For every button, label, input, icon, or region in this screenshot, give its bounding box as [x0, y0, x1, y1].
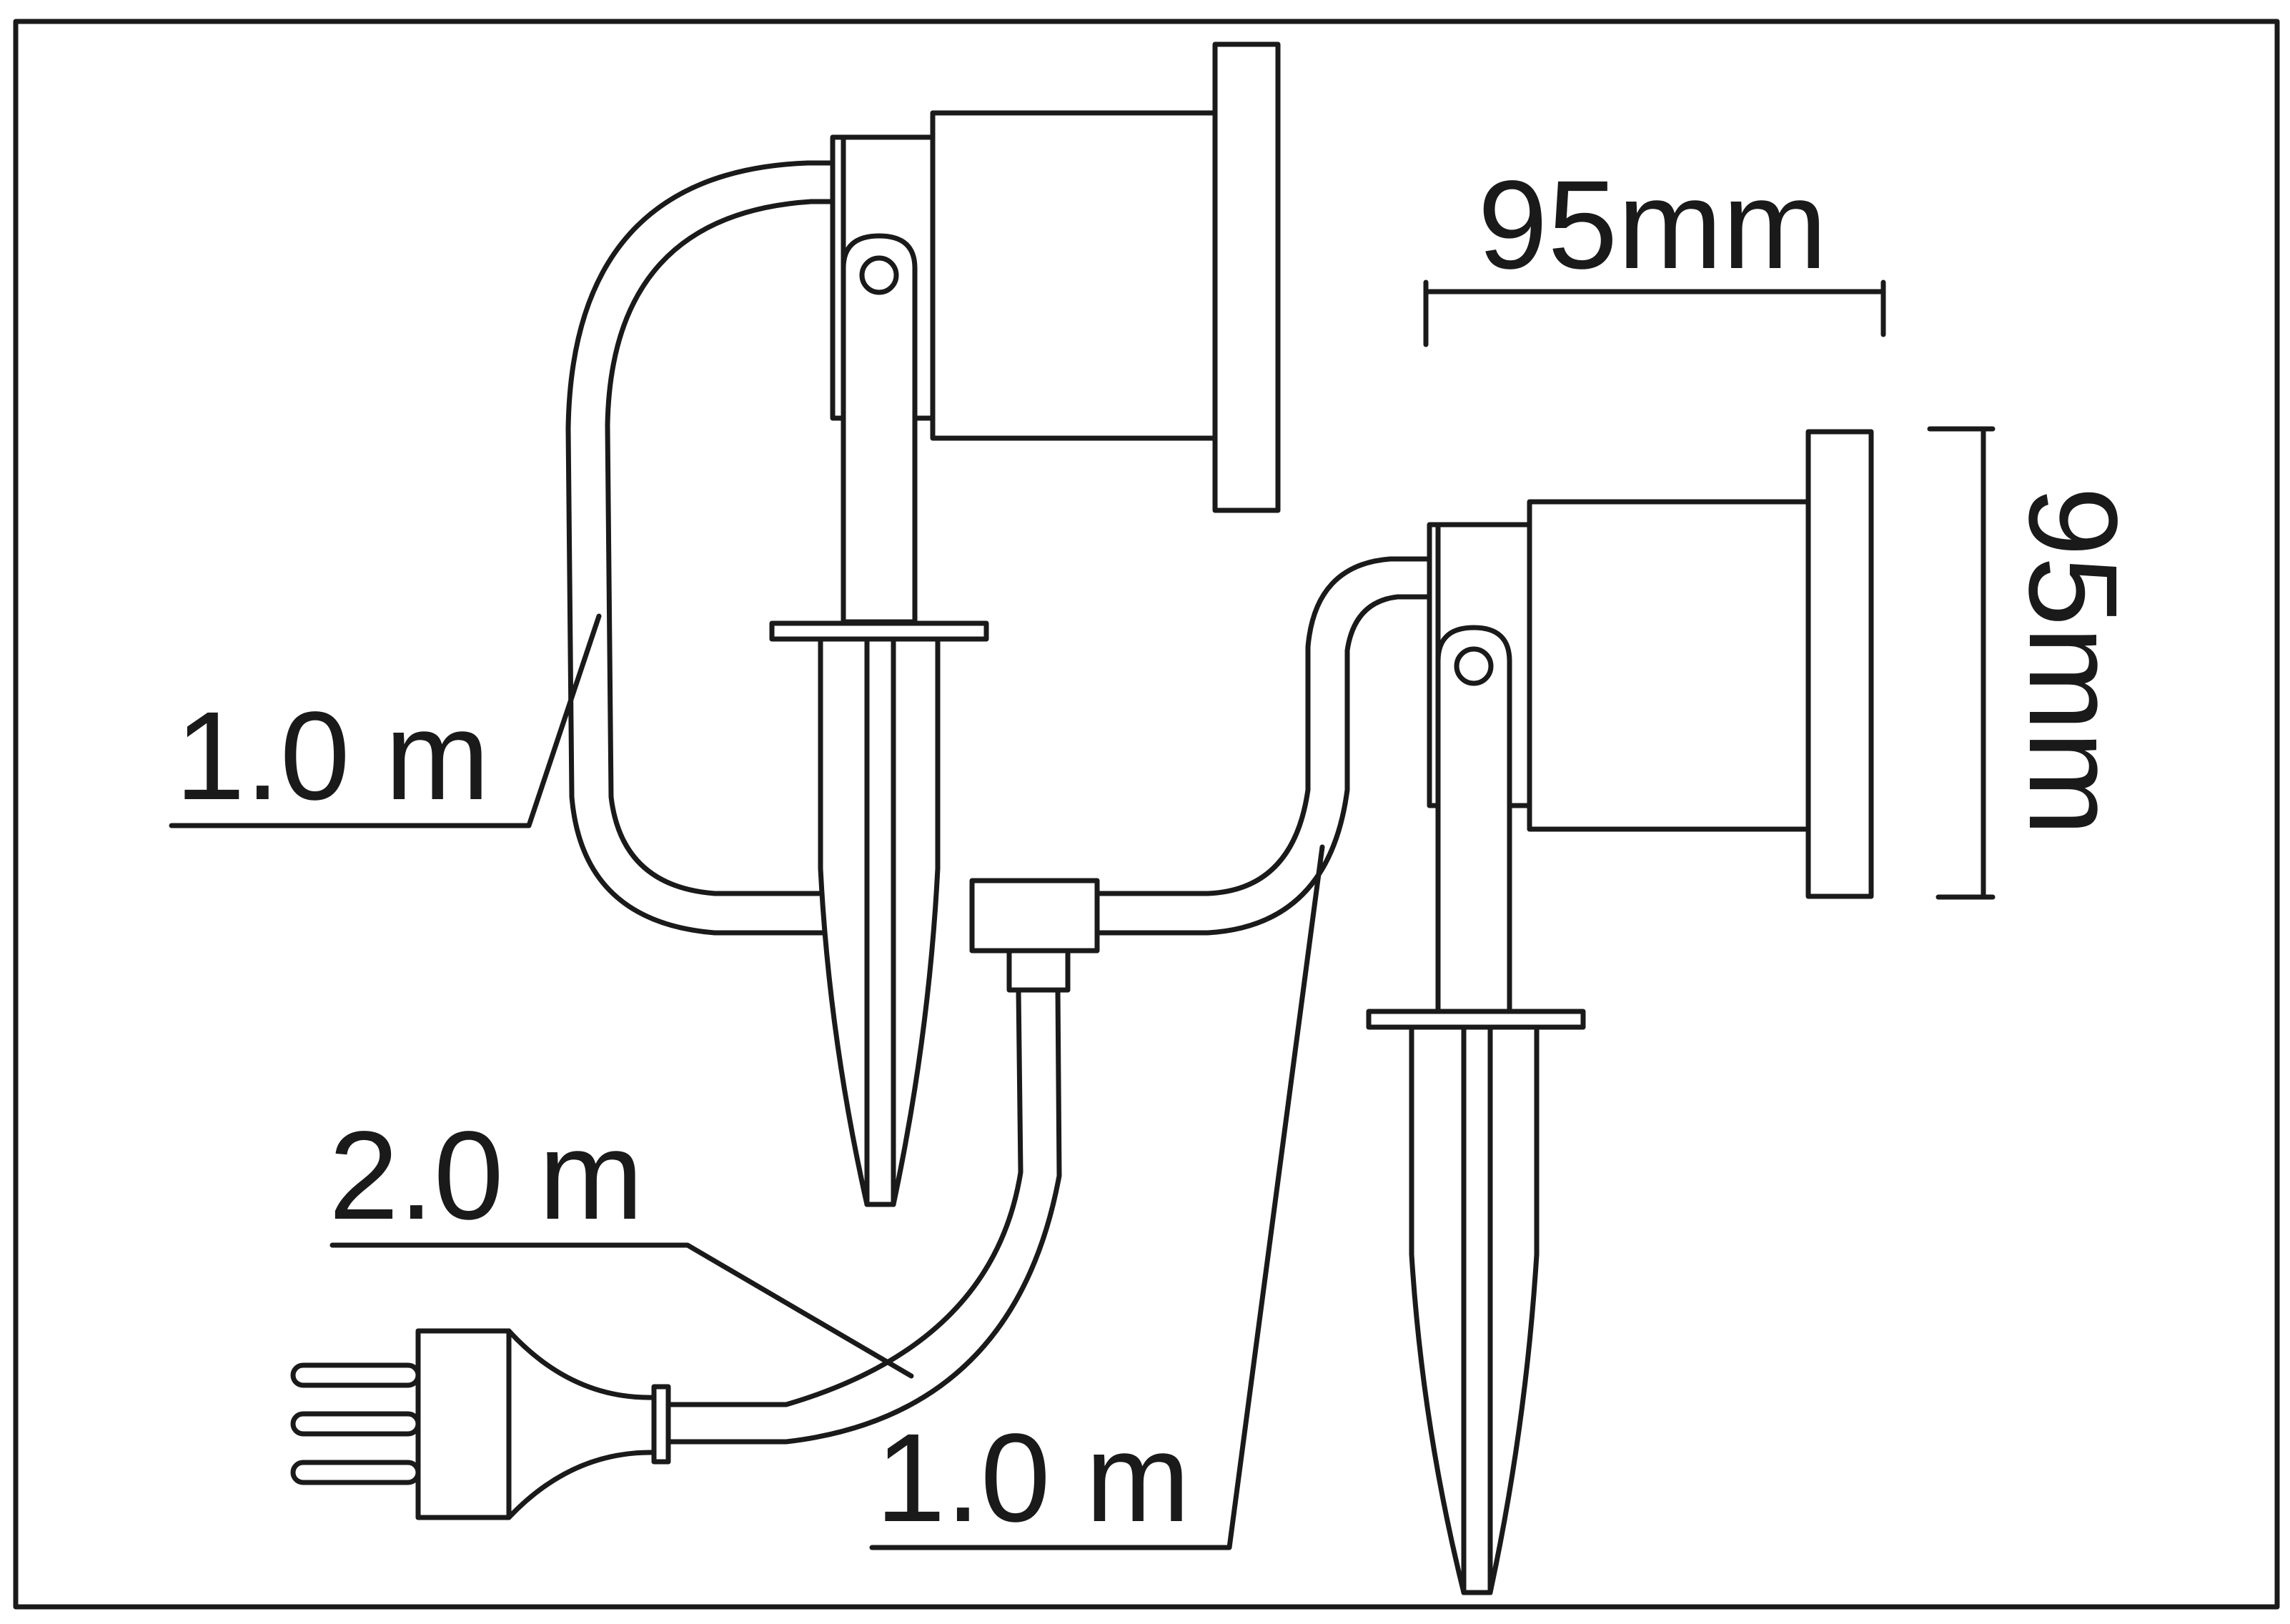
- leader-cable-lower: [869, 844, 1325, 1550]
- plug-pin-2: [290, 1411, 421, 1437]
- junction-box-outlet: [1006, 948, 1071, 993]
- spike-left: [818, 636, 941, 1207]
- cable-right-outer: [1094, 556, 1432, 896]
- leader-cable-upper-left: [169, 613, 602, 828]
- bracket-left-pivot-icon: [859, 255, 899, 295]
- lamp-head-left-lens: [1212, 41, 1281, 513]
- junction-box: [969, 878, 1100, 954]
- bracket-left: [841, 233, 918, 625]
- bracket-right-pivot-icon: [1454, 646, 1494, 686]
- plug-pin-3: [290, 1460, 421, 1485]
- leader-cable-main: [329, 1242, 914, 1379]
- main-cable-outer: [665, 987, 1023, 1407]
- cable-length-upper-left-label: 1.0 m: [175, 686, 490, 826]
- lamp-head-left-body: [930, 110, 1218, 441]
- spotlight-right: [1094, 429, 1874, 1595]
- cable-left-outer: [565, 160, 836, 936]
- height-dimension-label: 95mm: [2003, 487, 2143, 836]
- cable-length-main-label: 2.0 m: [329, 1106, 643, 1246]
- plug-pin-1: [290, 1362, 421, 1388]
- main-cable-inner: [665, 987, 1062, 1445]
- cable-length-lower-label: 1.0 m: [876, 1408, 1190, 1548]
- bracket-right: [1435, 625, 1512, 1014]
- lamp-head-right-body: [1527, 499, 1811, 832]
- labels: 95mm 95mm 1.0 m 2.0 m 1.0 m: [175, 155, 2143, 1548]
- plug-body: [415, 1328, 512, 1520]
- lamp-head-right-lens: [1805, 429, 1874, 899]
- spotlight-left: [565, 41, 1281, 1207]
- plug-collar: [651, 1384, 671, 1465]
- junction-and-plug: [290, 878, 1100, 1520]
- width-dimension-label: 95mm: [1478, 155, 1828, 295]
- spike-right: [1409, 1024, 1540, 1595]
- drawing-frame: [13, 19, 2280, 1610]
- cable-right-inner: [1094, 594, 1432, 936]
- cable-left-inner: [605, 199, 836, 896]
- plug-taper: [506, 1328, 657, 1520]
- dimensions: [169, 279, 1996, 1550]
